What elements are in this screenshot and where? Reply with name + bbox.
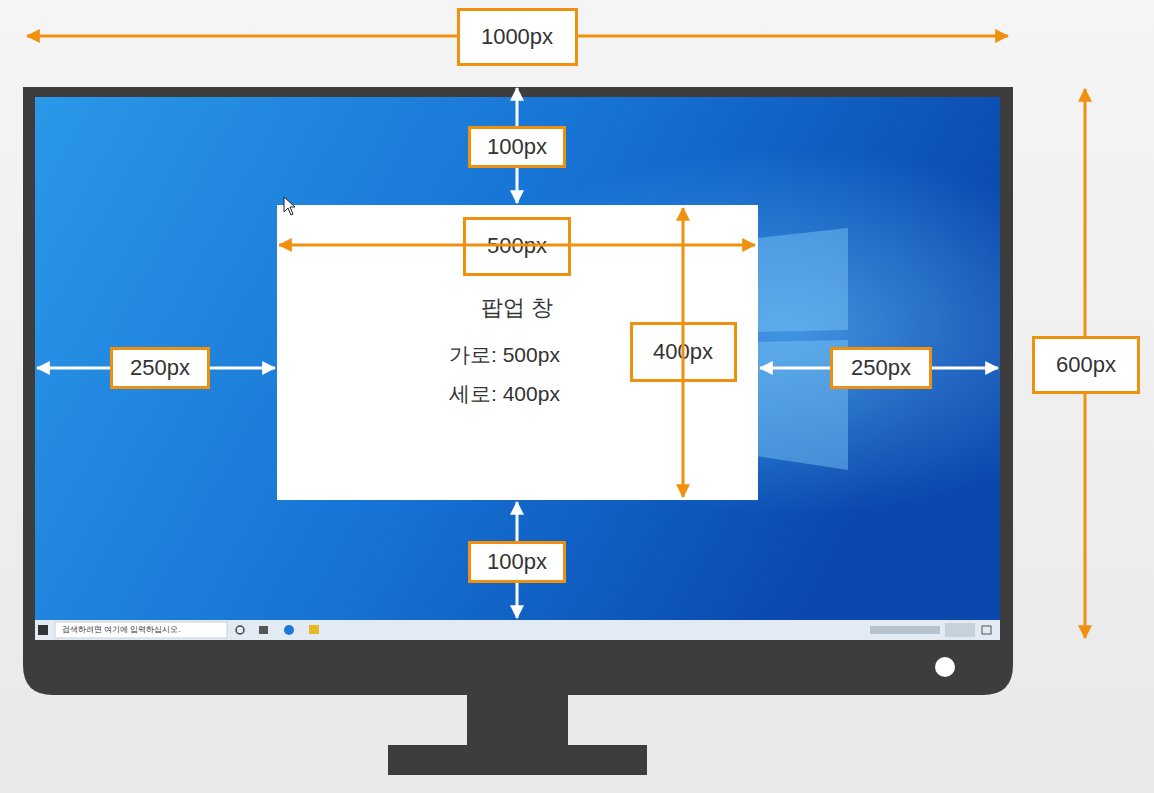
mouse-cursor [284, 197, 295, 215]
taskbar-icon [236, 626, 244, 634]
monitor-neck [467, 690, 568, 746]
dimension-text: 100px [487, 135, 547, 159]
dimension-text: 600px [1056, 353, 1116, 377]
notification-icon [982, 626, 991, 634]
dimension-text: 500px [487, 234, 547, 258]
dimension-text: 1000px [481, 25, 553, 49]
dimension-text: 400px [653, 340, 713, 364]
dimension-label: 100px [468, 541, 566, 583]
popup-text: 팝업 창 [481, 295, 553, 321]
dimension-text: 250px [130, 356, 190, 380]
popup-text: 가로: 500px [449, 342, 560, 367]
dimension-label: 250px [110, 347, 210, 389]
popup-window: 팝업 창가로: 500px 세로: 400px 500px 400px [277, 205, 758, 500]
clock [945, 623, 975, 637]
monitor-base [388, 745, 647, 775]
popup-text: 세로: 400px [449, 381, 560, 406]
power-button [935, 657, 955, 677]
dimension-label: 100px [468, 126, 566, 168]
tray-icons [870, 626, 940, 634]
dimension-label: 400px [630, 322, 737, 382]
edge-icon [284, 625, 294, 635]
folder-icon [309, 625, 319, 634]
dimension-label: 500px [463, 217, 571, 276]
dimension-arrow [682, 208, 685, 497]
start-icon [38, 625, 48, 635]
taskbar-icon [259, 626, 268, 634]
dimension-text: 250px [851, 356, 911, 380]
dimension-label: 1000px [457, 8, 578, 66]
dimension-label: 250px [830, 347, 932, 389]
search-box [55, 622, 227, 638]
taskbar [35, 620, 1000, 640]
monitor-bezel [23, 87, 1013, 695]
dimension-text: 100px [487, 550, 547, 574]
dimension-label: 600px [1032, 336, 1140, 394]
dimension-arrow [279, 244, 755, 247]
search-placeholder: 검색하려면 여기에 입력하십시오. [62, 624, 181, 635]
